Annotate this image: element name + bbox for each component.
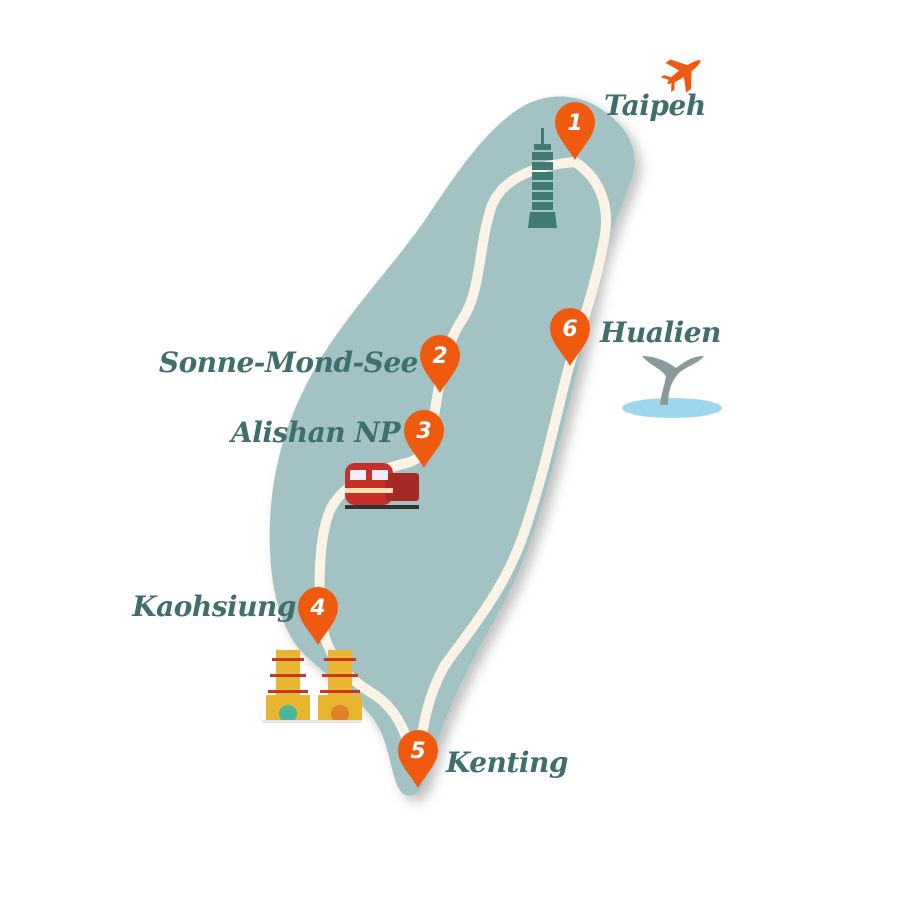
pin-number: 4 (309, 596, 325, 621)
map-pin-3[interactable]: 3 (404, 410, 444, 468)
label-alishan-np: Alishan NP (228, 416, 401, 449)
pagoda-icon (262, 650, 362, 723)
pin-number: 2 (432, 344, 447, 369)
pin-marker-icon (555, 102, 595, 160)
whale-tail-icon (622, 356, 722, 418)
pin-number: 6 (562, 317, 577, 342)
map-pin-2[interactable]: 2 (420, 335, 460, 393)
label-kaohsiung: Kaohsiung (131, 590, 296, 623)
pin-number: 1 (567, 111, 582, 136)
pin-marker-icon (550, 308, 590, 366)
label-hualien: Hualien (599, 316, 721, 349)
map-pin-6[interactable]: 6 (550, 308, 590, 366)
map-pin-5[interactable]: 5 (398, 730, 438, 788)
label-taipeh: Taipeh (604, 89, 706, 122)
label-kenting: Kenting (445, 746, 568, 779)
pin-marker-icon (398, 730, 438, 788)
map-pin-1[interactable]: 1 (555, 102, 595, 160)
map-pin-4[interactable]: 4 (297, 586, 338, 645)
pin-number: 5 (410, 739, 425, 764)
pin-marker-icon (420, 335, 460, 393)
pin-marker-icon (404, 410, 444, 468)
pin-number: 3 (416, 419, 431, 444)
taipei-101-tower-icon (528, 128, 557, 228)
train-icon (345, 463, 419, 509)
label-sonne-mond-see: Sonne-Mond-See (159, 346, 418, 379)
pin-marker-icon (297, 586, 338, 645)
airplane-icon (660, 59, 701, 93)
taiwan-island (269, 96, 635, 796)
